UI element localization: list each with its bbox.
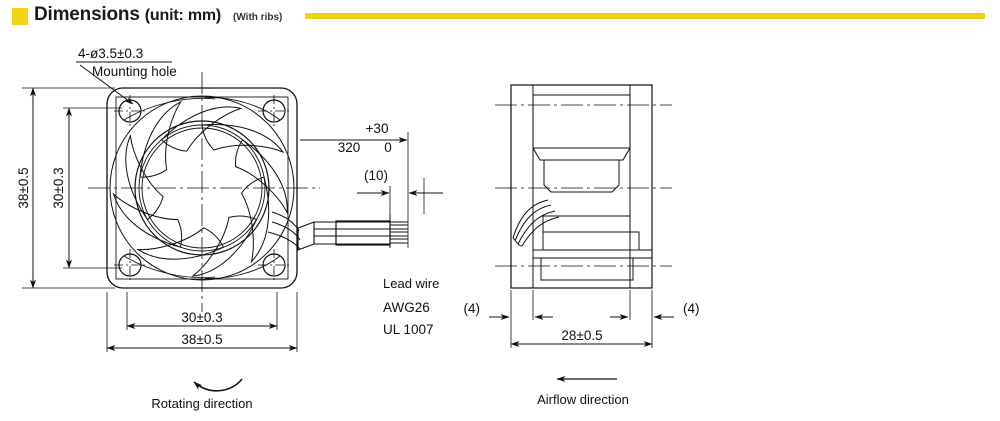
- mounting-hole-diameter-label: 4-ø3.5±0.3: [78, 46, 143, 61]
- impeller-assembly: [109, 95, 295, 281]
- dim-outer-width-label: 38±0.5: [181, 332, 222, 347]
- rotating-direction-arrow: [193, 378, 243, 392]
- rotating-direction-label: Rotating direction: [151, 396, 252, 411]
- lead-length-tolerance-lower: 0: [384, 140, 392, 155]
- airflow-direction-label: Airflow direction: [537, 392, 629, 407]
- mounting-holes: [114, 95, 290, 281]
- page-title-unit: (unit: mm): [144, 7, 222, 24]
- section-header: Dimensions (unit: mm) (With ribs): [0, 0, 1000, 34]
- strip-length-label: (10): [364, 168, 388, 183]
- lead-wire-title: Lead wire: [383, 276, 439, 291]
- dim-strip-length: [357, 186, 443, 248]
- lead-length-value: 320: [338, 140, 361, 155]
- lead-wire-assembly: [297, 132, 425, 251]
- dim-depth-label: 28±0.5: [561, 328, 602, 343]
- lead-wire-rating: UL 1007: [383, 322, 434, 337]
- flange-left-label: (4): [464, 301, 481, 316]
- front-view: [22, 72, 320, 352]
- page-title: Dimensions (unit: mm): [34, 4, 221, 26]
- dim-hole-pitch-horizontal-label: 30±0.3: [181, 310, 222, 325]
- lead-wire-gauge: AWG26: [383, 300, 430, 315]
- dim-hole-pitch-vertical-label: 30±0.3: [51, 167, 66, 208]
- housing-outline: [106, 87, 298, 289]
- flange-right-label: (4): [683, 301, 700, 316]
- lead-length-tolerance-upper: +30: [366, 121, 389, 136]
- page-title-text: Dimensions: [34, 4, 140, 25]
- mounting-hole-text-label: Mounting hole: [92, 64, 177, 79]
- page-subtitle: (With ribs): [233, 12, 283, 23]
- header-rule: [305, 13, 985, 19]
- side-view: [495, 84, 672, 348]
- header-accent-swatch: [12, 8, 28, 25]
- mounting-hole-callout-leader: [76, 61, 172, 105]
- dim-outer-height-label: 38±0.5: [16, 167, 31, 208]
